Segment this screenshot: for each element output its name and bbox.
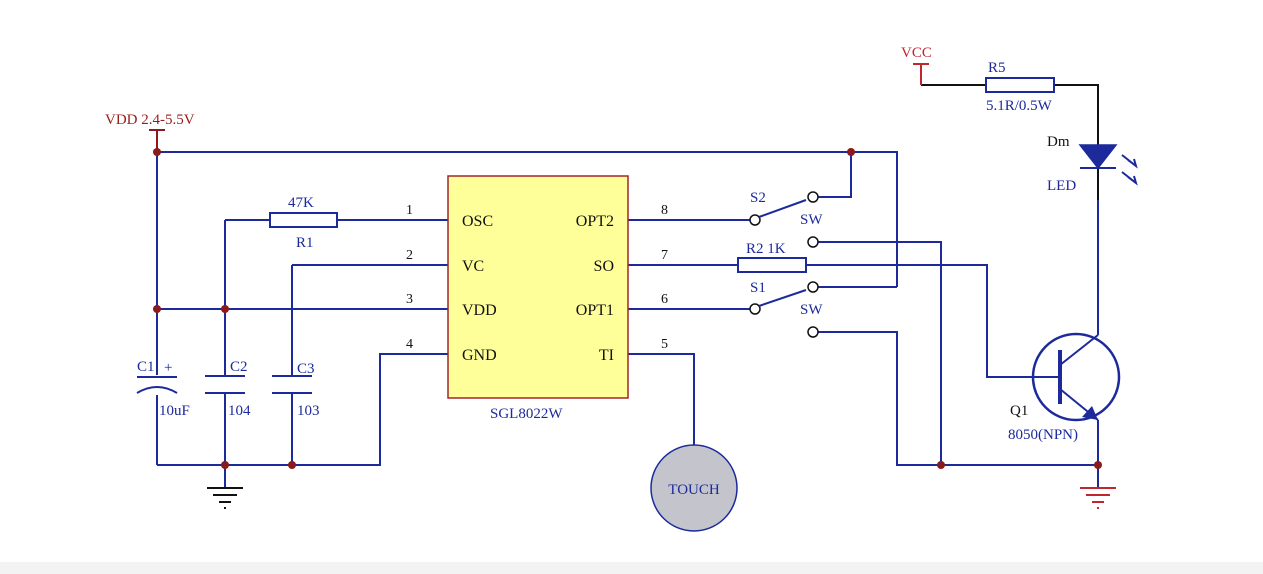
chip-pin-name-so: SO xyxy=(594,258,614,275)
junction-c2-top xyxy=(221,305,229,313)
led-dm: Dm LED xyxy=(1047,134,1138,194)
led-value: LED xyxy=(1047,178,1076,194)
pin-number-6: 6 xyxy=(661,292,668,307)
chip-pin-name-vc: VC xyxy=(462,258,484,275)
c1-polarity: + xyxy=(164,360,172,376)
touch-pad: TOUCH xyxy=(650,444,738,532)
chip-pin-name-vdd: VDD xyxy=(462,302,497,319)
c3-ref: C3 xyxy=(297,361,315,377)
chip-pin-name-ti: TI xyxy=(599,347,614,364)
c1-value: 10uF xyxy=(159,403,190,419)
chip-pin-name-gnd: GND xyxy=(462,347,497,364)
r2-label: R2 1K xyxy=(746,241,786,257)
chip-pin-name-opt1: OPT1 xyxy=(576,302,614,319)
pin-number-3: 3 xyxy=(406,292,413,307)
vdd-supply-symbol: VDD 2.4-5.5V xyxy=(105,112,195,152)
resistor-r1: 47K R1 xyxy=(269,195,338,251)
switch-s2: S2 SW xyxy=(749,190,823,248)
pin-number-2: 2 xyxy=(406,248,413,263)
q1-value: 8050(NPN) xyxy=(1008,427,1078,443)
junction-gnd-q1 xyxy=(1094,461,1102,469)
r5-ref: R5 xyxy=(988,60,1006,76)
pin-number-1: 1 xyxy=(406,203,413,218)
junction-vdd-row xyxy=(153,305,161,313)
s2-ref: S2 xyxy=(750,190,766,206)
pin-number-5: 5 xyxy=(661,337,668,352)
c2-ref: C2 xyxy=(230,359,248,375)
resistor-r5: R5 5.1R/0.5W xyxy=(985,60,1055,114)
chip-pin-name-opt2: OPT2 xyxy=(576,213,614,230)
r5-value: 5.1R/0.5W xyxy=(986,98,1053,114)
resistor-r2: R2 1K xyxy=(737,241,807,273)
chip-pin-name-osc: OSC xyxy=(462,213,493,230)
r1-value: 47K xyxy=(288,195,314,211)
switch-s1: S1 SW xyxy=(749,280,823,338)
q1-ref: Q1 xyxy=(1010,403,1028,419)
chip-name-label: SGL8022W xyxy=(490,406,563,422)
s1-ref: S1 xyxy=(750,280,766,296)
touch-label: TOUCH xyxy=(668,482,720,498)
bottom-scroll-strip xyxy=(0,562,1263,574)
pin-number-4: 4 xyxy=(406,337,413,352)
vdd-label: VDD 2.4-5.5V xyxy=(105,112,195,128)
capacitor-c1: C1 + 10uF xyxy=(136,359,190,419)
wires xyxy=(156,84,1099,488)
junction-s2-rail xyxy=(847,148,855,156)
junction-gnd-c2 xyxy=(221,461,229,469)
junction-gnd-right xyxy=(937,461,945,469)
s2-type: SW xyxy=(800,212,823,228)
capacitor-c3: C3 103 xyxy=(272,361,320,419)
pin-number-8: 8 xyxy=(661,203,668,218)
s1-type: SW xyxy=(800,302,823,318)
ground-symbol-right xyxy=(1080,487,1116,509)
ground-symbol-left xyxy=(207,487,243,509)
junction-gnd-c3 xyxy=(288,461,296,469)
vcc-label: VCC xyxy=(901,45,932,61)
c3-value: 103 xyxy=(297,403,320,419)
pin-number-7: 7 xyxy=(661,248,668,263)
c2-value: 104 xyxy=(228,403,251,419)
transistor-q1: Q1 8050(NPN) xyxy=(1008,332,1121,443)
led-ref: Dm xyxy=(1047,134,1070,150)
vcc-supply-symbol: VCC xyxy=(901,45,932,85)
capacitor-c2: C2 104 xyxy=(205,359,251,419)
chip-sgl8022w: OSC VC VDD GND OPT2 SO OPT1 TI SGL8022W … xyxy=(406,175,668,422)
junctions xyxy=(153,148,1102,469)
r1-ref: R1 xyxy=(296,235,314,251)
c1-ref: C1 xyxy=(137,359,155,375)
